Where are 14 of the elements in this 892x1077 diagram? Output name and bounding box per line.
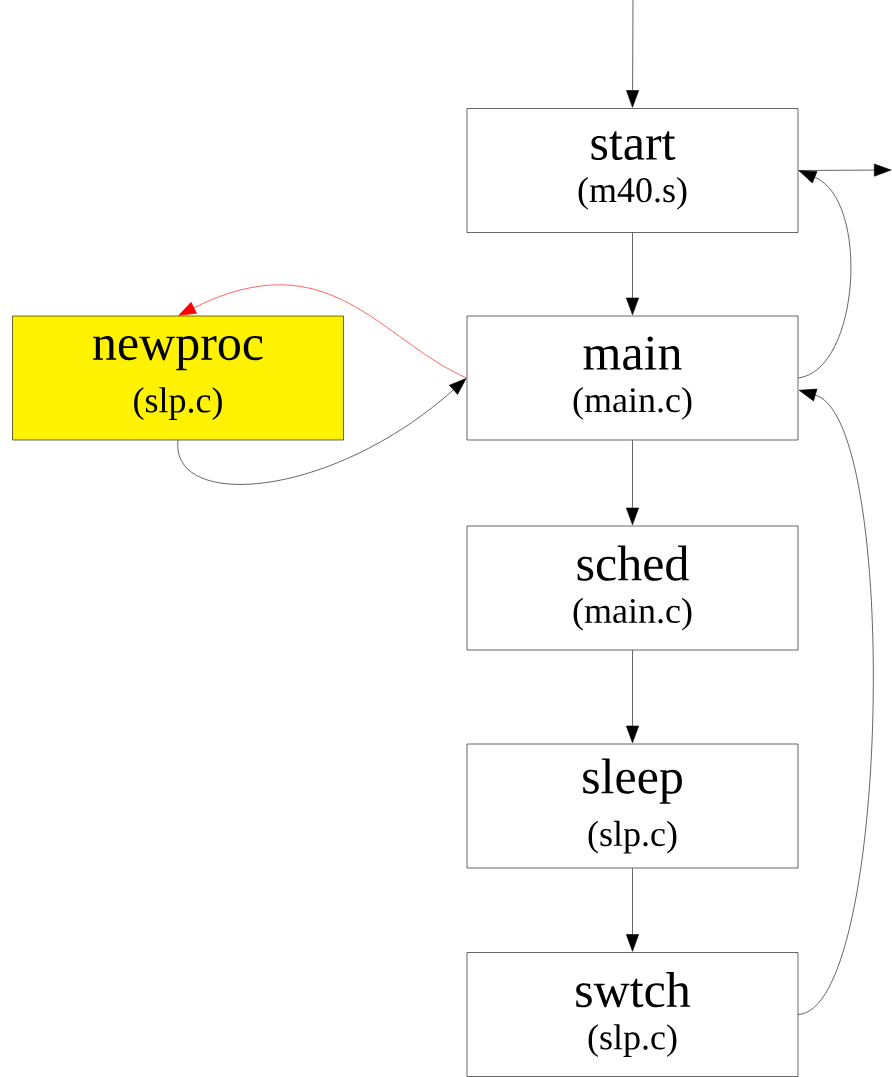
arrow xyxy=(626,868,639,952)
arrow xyxy=(626,440,639,526)
arrow xyxy=(626,0,639,108)
arrow xyxy=(626,232,639,316)
process-box: newproc (slp.c) xyxy=(12,315,344,441)
process-box: sleep (slp.c) xyxy=(466,743,799,869)
process-box: main (main.c) xyxy=(466,315,799,441)
arrow xyxy=(177,378,467,485)
arrow xyxy=(178,284,467,379)
process-box: sched (main.c) xyxy=(466,525,799,651)
process-box: swtch (slp.c) xyxy=(466,952,799,1077)
arrow xyxy=(798,170,852,379)
arrow xyxy=(626,650,639,744)
process-box: start (m40.s) xyxy=(466,108,799,233)
